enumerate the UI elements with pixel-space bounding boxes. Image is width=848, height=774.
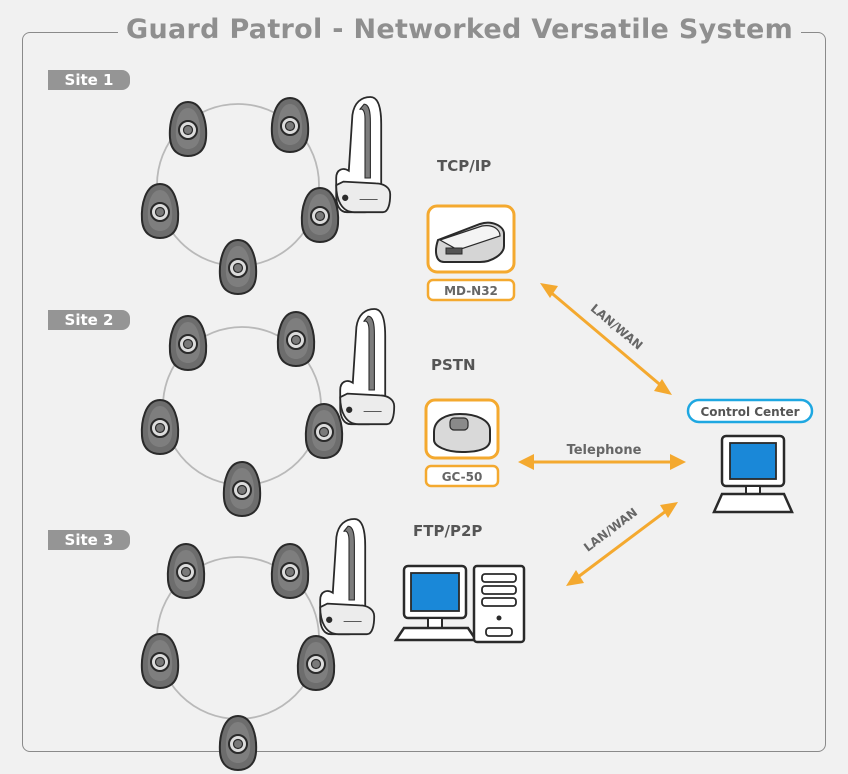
- telephone-label: Telephone: [567, 443, 642, 458]
- site-2-patrol-reader: [339, 308, 396, 426]
- site-3-checkpoint-tag-5: [218, 715, 258, 771]
- pstn-label: PSTN: [431, 356, 476, 374]
- lan-wan-label-1: LAN/WAN: [588, 301, 646, 352]
- lan-wan-label-2: LAN/WAN: [581, 505, 640, 554]
- ftp-p2p-label: FTP/P2P: [413, 522, 482, 540]
- gc-50-device: [424, 398, 500, 488]
- telephone-arrow: [518, 454, 686, 470]
- site-3-checkpoint-tag-1: [166, 543, 206, 599]
- ftp-computer: [393, 564, 526, 644]
- site-2-checkpoint-tag-2: [276, 311, 316, 367]
- site-2-checkpoint-tag-4: [304, 403, 344, 459]
- site-1-patrol-reader: [335, 96, 392, 214]
- site-3-tab: Site 3: [48, 530, 130, 550]
- control-center-computer: [712, 434, 794, 514]
- control-center-badge: [686, 398, 814, 424]
- site-2-checkpoint-tag-1: [168, 315, 208, 371]
- control-center-label: Control Center: [700, 405, 799, 419]
- site-1-tab: Site 1: [48, 70, 130, 90]
- site-3-checkpoint-tag-4: [296, 635, 336, 691]
- site-1-checkpoint-tag-2: [270, 97, 310, 153]
- site-1-checkpoint-tag-1: [168, 101, 208, 157]
- site-2-checkpoint-tag-3: [140, 399, 180, 455]
- md-n32-label: MD-N32: [444, 284, 498, 298]
- site-3-checkpoint-tag-2: [270, 543, 310, 599]
- site-1-checkpoint-tag-3: [140, 183, 180, 239]
- site-1-checkpoint-tag-4: [300, 187, 340, 243]
- site-3-checkpoint-tag-3: [140, 633, 180, 689]
- lan-wan-arrow-1: [540, 283, 672, 395]
- diagram-title: Guard Patrol - Networked Versatile Syste…: [118, 14, 802, 45]
- site-1-checkpoint-tag-5: [218, 239, 258, 295]
- md-n32-device: [426, 204, 516, 302]
- site-2-checkpoint-tag-5: [222, 461, 262, 517]
- tcp-ip-label: TCP/IP: [437, 157, 491, 175]
- site-3-patrol-reader: [319, 518, 376, 636]
- gc-50-label: GC-50: [442, 470, 483, 484]
- site-2-tab: Site 2: [48, 310, 130, 330]
- lan-wan-arrow-2: [566, 502, 678, 586]
